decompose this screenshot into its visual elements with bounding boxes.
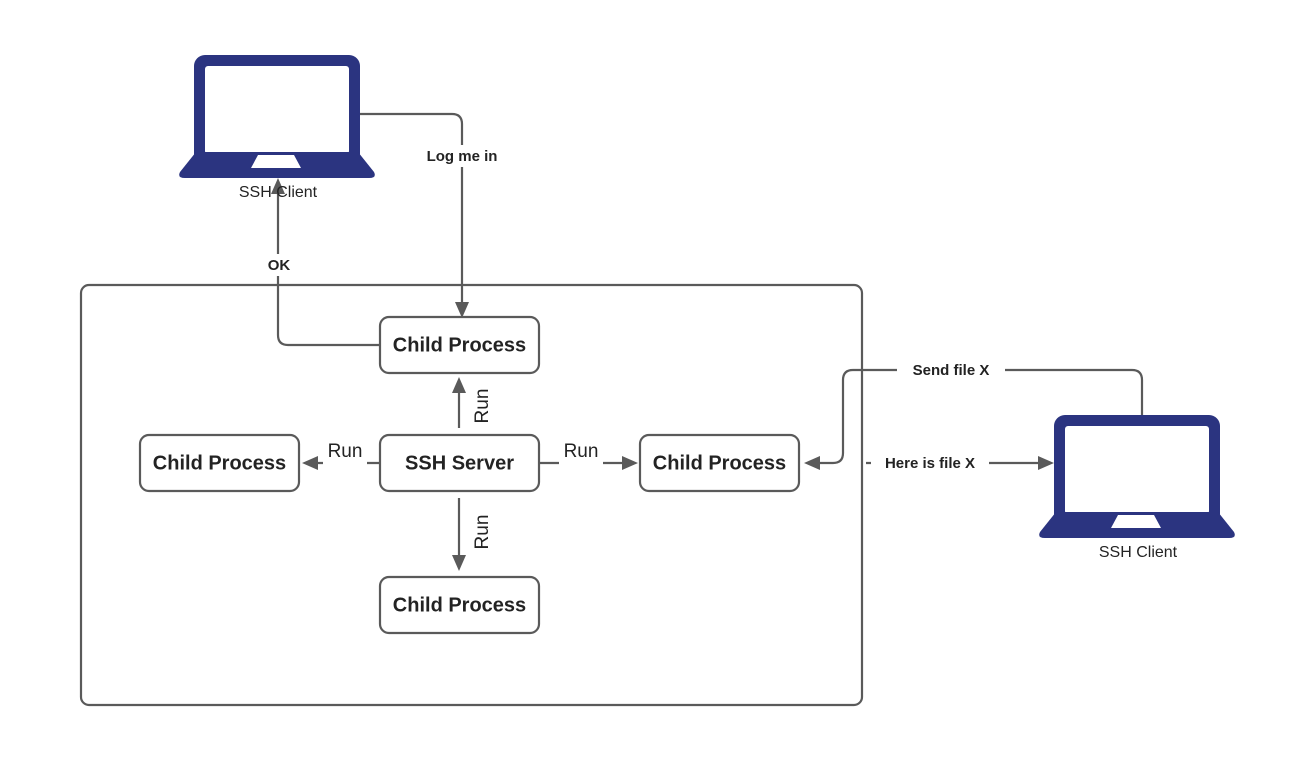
- node-label-child-left: Child Process: [153, 452, 286, 474]
- edge-run-down: [452, 498, 466, 571]
- edge-run-up: [452, 377, 466, 428]
- node-box-child-left[interactable]: [138, 433, 301, 493]
- node-box-child-top[interactable]: [378, 315, 541, 375]
- label-bg-run-right: [559, 440, 603, 465]
- node-label-child-right: Child Process: [653, 452, 786, 474]
- label-bg-ok: [259, 254, 299, 276]
- edge-label-run-down: Run: [472, 515, 493, 550]
- node-child-process-right[interactable]: Child Process: [638, 433, 801, 493]
- laptop-screen-right: [1065, 426, 1209, 514]
- label-bg-send-file-x: [897, 360, 1005, 381]
- device-label-ssh-client-right: SSH Client: [1099, 544, 1178, 561]
- label-bg-here-is-file-x: [871, 453, 989, 474]
- edge-label-ok: OK: [268, 257, 291, 274]
- label-bg-run-left: [323, 440, 367, 465]
- ssh-host-boundary: [79, 283, 864, 707]
- arrowhead-send-file-x: [804, 456, 820, 470]
- node-child-process-left[interactable]: Child Process: [138, 433, 301, 493]
- node-child-process-top[interactable]: Child Process: [378, 315, 541, 375]
- node-box-ssh-server[interactable]: [378, 433, 541, 493]
- edge-label-log-me-in: Log me in: [427, 148, 498, 165]
- edge-ok: [271, 178, 380, 347]
- edge-label-run-left: Run: [328, 441, 363, 462]
- node-label-child-bottom: Child Process: [393, 594, 526, 616]
- edge-label-here-is-file-x: Here is file X: [885, 455, 975, 472]
- node-child-process-bottom[interactable]: Child Process: [378, 575, 541, 635]
- arrowhead-run-right: [622, 456, 638, 470]
- edge-label-send-file-x: Send file X: [913, 362, 990, 379]
- edge-log-me-in: [360, 112, 469, 318]
- edge-send-file-x: [804, 368, 1144, 470]
- laptop-notch-right: [1111, 515, 1161, 528]
- node-box-child-right[interactable]: [638, 433, 801, 493]
- arrowhead-ok: [271, 178, 285, 194]
- device-laptop-ssh-client-right[interactable]: SSH Client: [1039, 415, 1235, 561]
- laptop-notch-top: [251, 155, 301, 168]
- edge-label-run-right: Run: [564, 441, 599, 462]
- arrowhead-run-up: [452, 377, 466, 393]
- arrowhead-run-down: [452, 555, 466, 571]
- arrowhead-log-me-in: [455, 302, 469, 318]
- label-bg-run-up: [472, 382, 494, 430]
- node-label-ssh-server: SSH Server: [405, 452, 514, 474]
- node-ssh-server[interactable]: SSH Server: [378, 433, 541, 493]
- label-bg-run-down: [472, 508, 494, 556]
- arrowhead-run-left: [302, 456, 318, 470]
- edge-label-run-up: Run: [472, 389, 493, 424]
- device-laptop-ssh-client-top[interactable]: SSH Client: [179, 55, 375, 201]
- label-bg-log-me-in: [414, 145, 510, 167]
- node-box-child-bottom[interactable]: [378, 575, 541, 635]
- arrowhead-here-is-file-x: [1038, 456, 1054, 470]
- device-label-ssh-client-top: SSH Client: [239, 184, 318, 201]
- laptop-screen-top: [205, 66, 349, 154]
- node-label-child-top: Child Process: [393, 334, 526, 356]
